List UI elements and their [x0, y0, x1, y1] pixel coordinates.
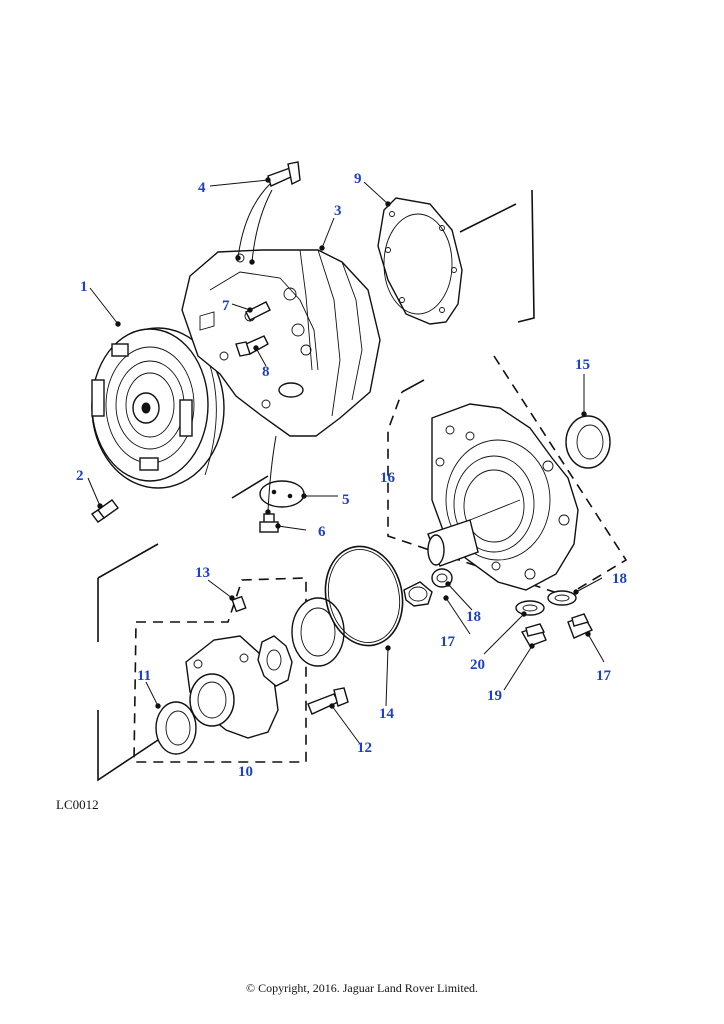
- bolt-7: [245, 301, 271, 321]
- callout-15: 15: [575, 357, 590, 373]
- callout-10: 10: [238, 764, 253, 780]
- callout-12: 12: [357, 740, 372, 756]
- leader-lines: [87, 179, 605, 745]
- callout-9: 9: [354, 171, 362, 187]
- callout-8: 8: [262, 364, 270, 380]
- callout-16: 16: [380, 470, 396, 486]
- pump-assembly: [427, 403, 579, 591]
- assembly-line-left: [97, 543, 159, 579]
- callout-5: 5: [342, 492, 350, 508]
- pin-13: [231, 595, 247, 613]
- callout-14: 14: [379, 706, 395, 722]
- bolt-4: [267, 161, 301, 187]
- pump-body: [185, 635, 279, 739]
- bolt-2: [90, 499, 119, 523]
- washer-20: [515, 600, 545, 616]
- leader-dots: [97, 177, 591, 709]
- seal-15: [565, 415, 611, 469]
- bolt-12: [307, 687, 349, 715]
- callout-2: 2: [76, 468, 84, 484]
- callout-19: 19: [487, 688, 502, 704]
- callout-6: 6: [318, 524, 326, 540]
- o-ring: [324, 545, 404, 647]
- copyright-notice: © Copyright, 2016. Jaguar Land Rover Lim…: [245, 981, 479, 995]
- assembly-line-low: [231, 475, 269, 499]
- cover-plate: [259, 480, 305, 508]
- callout-11: 11: [137, 668, 151, 684]
- callout-18-b: 18: [612, 571, 627, 587]
- callout-13: 13: [195, 565, 210, 581]
- plug-17-a: [403, 581, 433, 607]
- converter-housing: [181, 249, 381, 437]
- callout-labels: 1 2 3 4 5 6 7 8 9 10 11 12 13 14 15 16 1…: [76, 171, 627, 780]
- assembly-line-mid: [401, 379, 425, 393]
- bolt-8: [235, 335, 269, 357]
- inner-gear: [257, 635, 293, 687]
- gasket: [377, 197, 463, 325]
- callout-20: 20: [470, 657, 485, 673]
- callout-3: 3: [334, 203, 342, 219]
- torque-converter: [91, 327, 225, 489]
- screw-6: [259, 513, 279, 533]
- pump-housing-outline: [133, 577, 307, 763]
- callout-1: 1: [80, 279, 88, 295]
- seal-11: [155, 701, 197, 755]
- callout-17-a: 17: [440, 634, 456, 650]
- callout-18-a: 18: [466, 609, 481, 625]
- callout-4: 4: [198, 180, 206, 196]
- washer-18-b: [547, 590, 577, 606]
- assembly-line-upper-b: [517, 189, 535, 323]
- assembly-line-upper: [459, 203, 517, 233]
- plug-19: [520, 623, 547, 647]
- assembly-line-left-c: [97, 710, 159, 782]
- callout-17-b: 17: [596, 668, 612, 684]
- callout-7: 7: [222, 298, 230, 314]
- diagram-reference: LC0012: [56, 797, 99, 812]
- pump-assembly-outline: [387, 355, 628, 597]
- outer-gear: [291, 597, 345, 667]
